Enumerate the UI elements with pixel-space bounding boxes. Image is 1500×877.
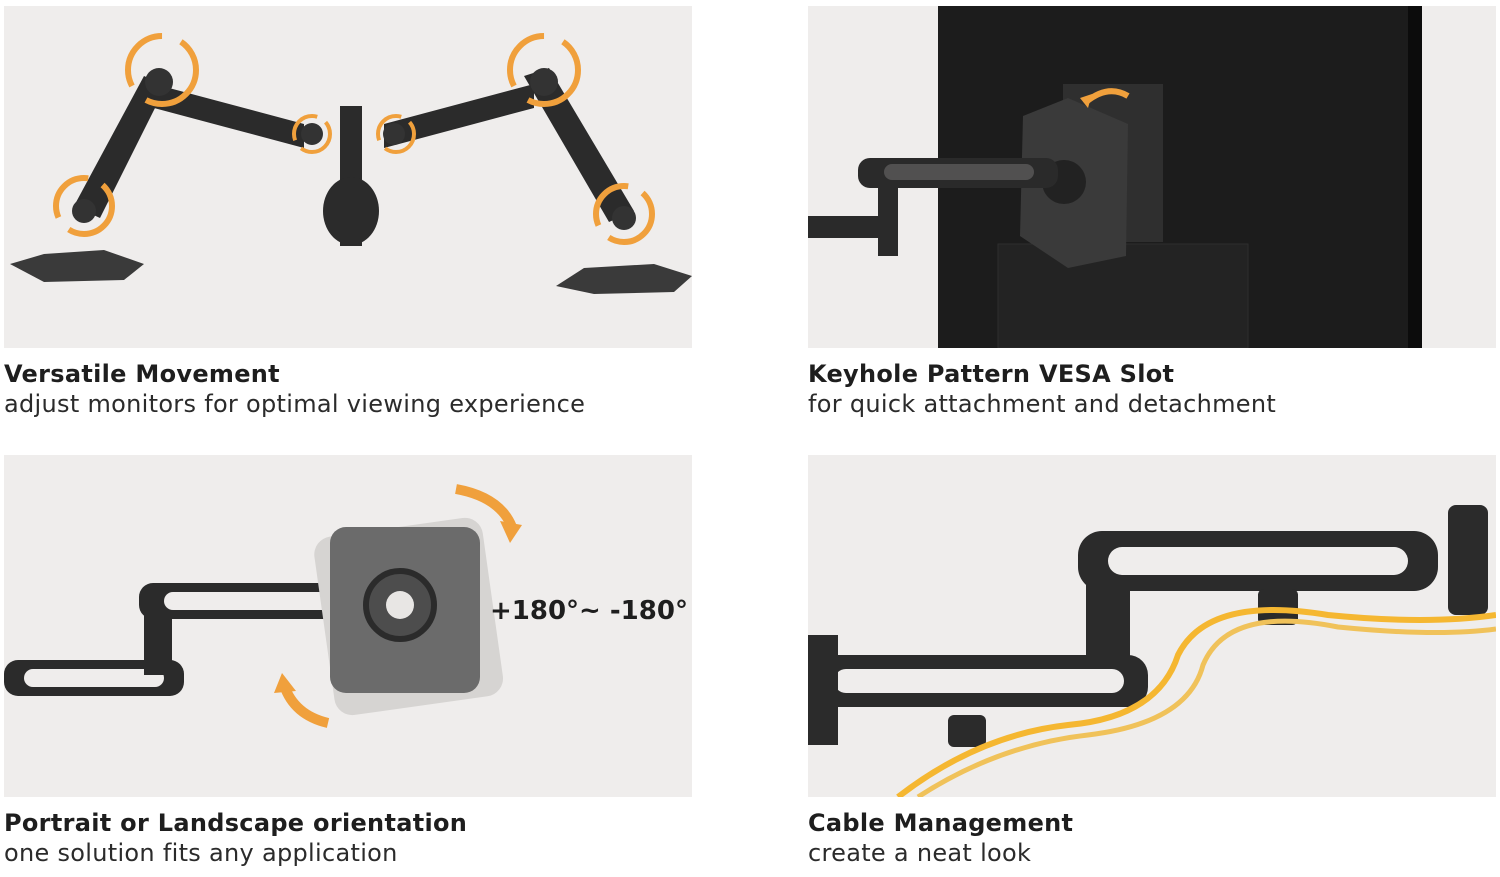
feature-caption-keyhole-vesa: Keyhole Pattern VESA Slot for quick atta… <box>808 359 1276 419</box>
right-tilt-joint <box>612 206 636 230</box>
rotation-illustration: +180°~ -180° <box>4 484 688 728</box>
feature-subtitle: for quick attachment and detachment <box>808 390 1277 418</box>
arm-segment-upper <box>858 158 1058 188</box>
right-vesa-plate <box>556 264 692 294</box>
feature-title: Keyhole Pattern VESA Slot <box>808 360 1175 388</box>
arm-joint <box>1086 585 1130 669</box>
upper-arm-slot <box>1108 547 1408 575</box>
feature-subtitle: create a neat look <box>808 839 1032 867</box>
lower-arm-slot <box>24 669 164 687</box>
left-upper-arm <box>154 84 304 148</box>
arm-joint <box>878 186 898 256</box>
rotate-clockwise-arrow-icon <box>455 484 517 530</box>
arm-segment <box>808 216 888 238</box>
center-base <box>323 177 379 245</box>
vesa-hub-center <box>386 591 414 619</box>
rotate-counterclockwise-arrowhead <box>274 673 296 693</box>
rotate-clockwise-arrowhead <box>500 521 522 543</box>
right-elbow-joint <box>530 68 558 96</box>
right-upper-arm <box>384 84 534 148</box>
left-tilt-joint <box>72 199 96 223</box>
arm-end-mount <box>1448 505 1488 615</box>
monitor-edge <box>1408 6 1422 348</box>
rotation-arrows <box>53 33 655 245</box>
left-shoulder-joint <box>301 123 323 145</box>
attach-arrow-head <box>1080 94 1092 108</box>
right-shoulder-joint <box>383 123 405 145</box>
left-lower-arm <box>74 76 166 218</box>
monitor-port-cover <box>997 243 1249 348</box>
left-vesa-plate <box>10 250 144 282</box>
arm-base-mount <box>808 635 838 745</box>
arm-cable-slot <box>884 164 1034 180</box>
left-elbow-joint <box>145 68 173 96</box>
rotation-range-label: +180°~ -180° <box>490 596 688 626</box>
lower-arm-slot <box>834 669 1124 693</box>
versatile-movement-image <box>4 6 692 348</box>
feature-title: Versatile Movement <box>4 360 280 388</box>
cable-secondary <box>916 618 1496 797</box>
feature-caption-cable-management: Cable Management create a neat look <box>808 808 1073 868</box>
monitor-back-illustration <box>808 6 1422 348</box>
upper-cable-clip <box>1258 589 1298 625</box>
dual-arm-illustration <box>10 33 692 294</box>
lower-cable-clip <box>948 715 986 747</box>
feature-caption-orientation: Portrait or Landscape orientation one so… <box>4 808 467 868</box>
upper-arm-slot <box>164 592 344 610</box>
cable-management-image <box>808 455 1496 797</box>
feature-subtitle: adjust monitors for optimal viewing expe… <box>4 390 586 418</box>
feature-subtitle: one solution fits any application <box>4 839 398 867</box>
right-lower-arm <box>524 68 634 222</box>
feature-caption-versatile-movement: Versatile Movement adjust monitors for o… <box>4 359 585 419</box>
cable-management-illustration <box>808 505 1496 797</box>
arm-joint <box>144 615 172 675</box>
feature-title: Portrait or Landscape orientation <box>4 809 468 837</box>
keyhole-vesa-image <box>808 6 1496 348</box>
orientation-image: +180°~ -180° <box>4 455 692 797</box>
cable-primary <box>896 607 1496 797</box>
feature-title: Cable Management <box>808 809 1074 837</box>
